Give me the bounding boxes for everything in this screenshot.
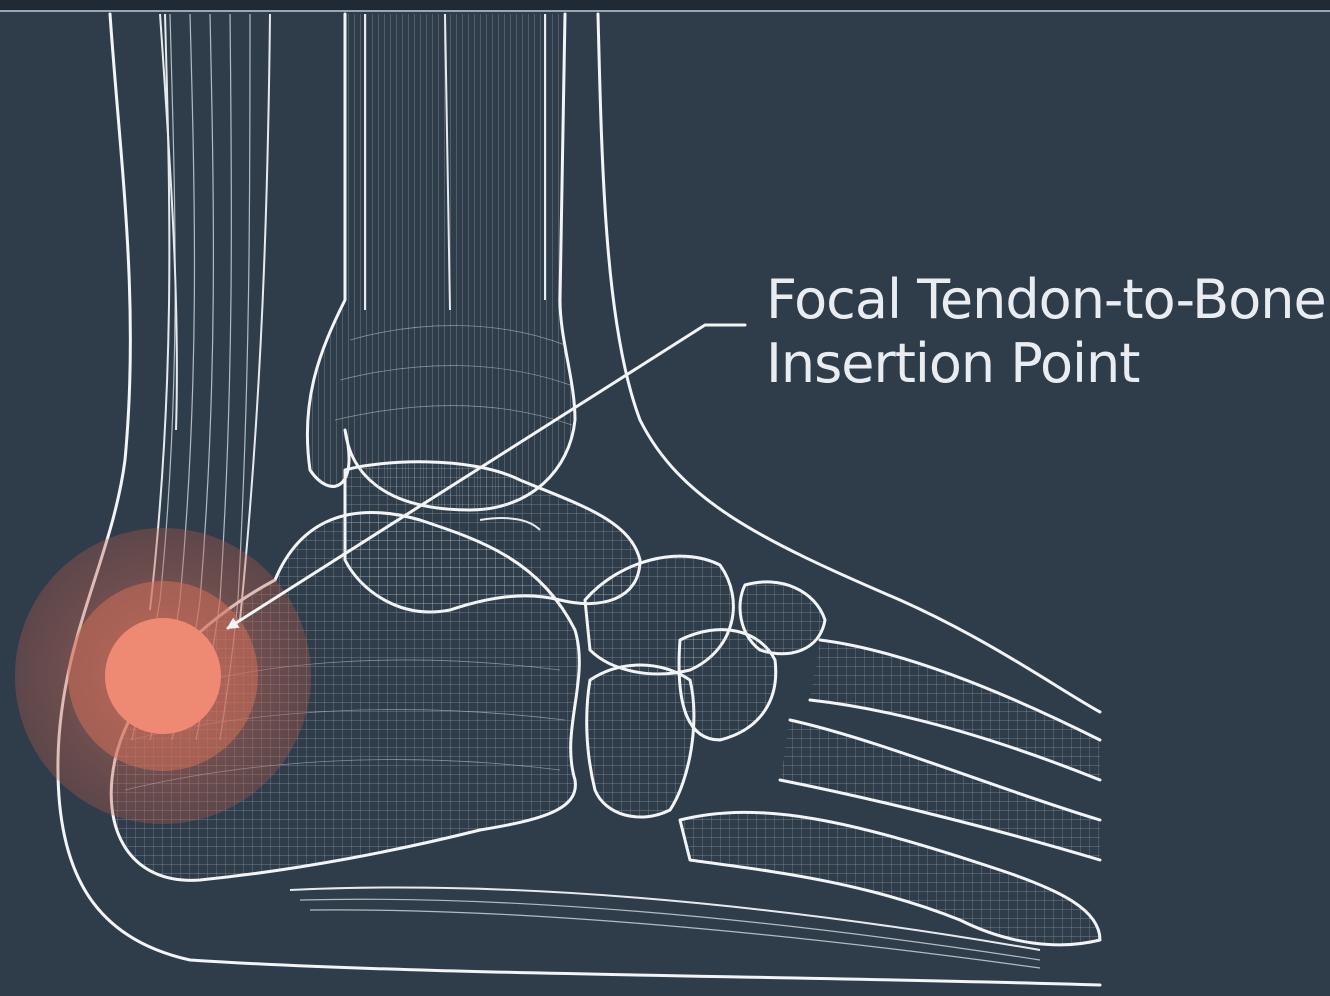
tibia-bone (307, 14, 575, 510)
insertion-highlight (15, 528, 311, 824)
callout-line-2: Insertion Point (766, 332, 1326, 396)
callout-line-1: Focal Tendon-to-Bone (766, 268, 1326, 332)
callout-label: Focal Tendon-to-Bone Insertion Point (766, 268, 1326, 396)
highlight-core (105, 618, 221, 734)
